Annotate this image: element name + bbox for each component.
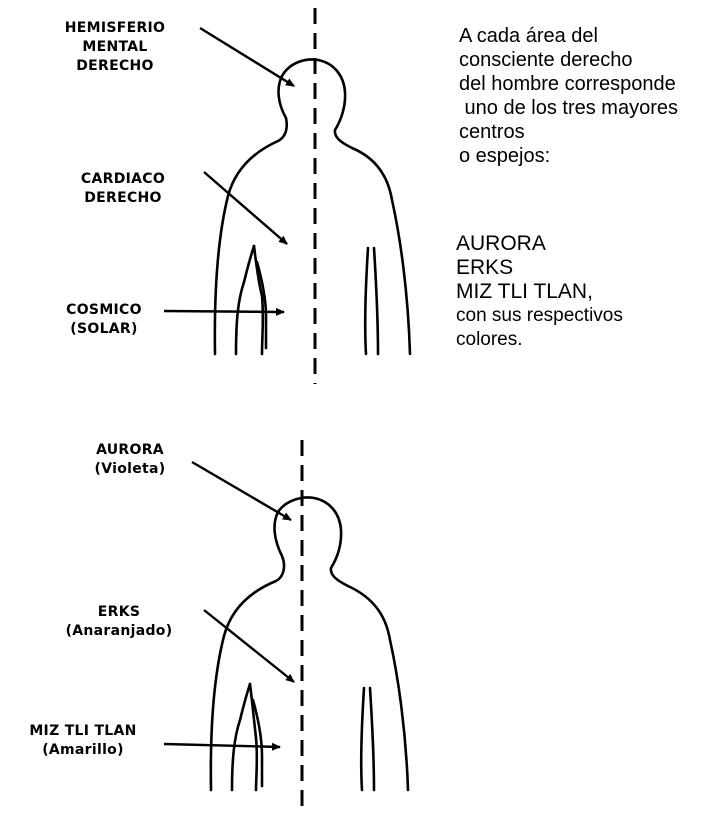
label-cosmico: COSMICO (SOLAR) (66, 302, 142, 337)
bottom-left-finger-2 (251, 698, 264, 788)
description-text: A cada área del consciente derecho del h… (459, 25, 678, 167)
arrow-hemisferio (199, 26, 295, 88)
label-erks: ERKS (Anaranjado) (65, 604, 173, 639)
bottom-body-figure (209, 496, 410, 792)
center-name-miztlitlan: MIZ TLI TLAN, (456, 280, 593, 303)
arrow-miztlitlan (163, 742, 281, 751)
arrow-aurora (191, 460, 292, 522)
arrow-cardiaco (203, 171, 288, 245)
bottom-body-outline (209, 496, 410, 792)
center-name-aurora: AURORA (456, 232, 546, 255)
bottom-right-arm-outer (368, 686, 376, 792)
label-cardiaco: CARDIACO DERECHO (80, 171, 166, 206)
bottom-right-arm-inner (359, 686, 366, 792)
arrow-cosmico (163, 307, 285, 316)
bottom-left-arm-inner (230, 682, 252, 792)
top-right-arm-outer (372, 246, 380, 356)
top-body-figure (213, 58, 412, 356)
center-name-erks: ERKS (456, 256, 514, 279)
centers-list: AURORA ERKS MIZ TLI TLAN, con sus respec… (456, 232, 623, 350)
label-hemisferio: HEMISFERIO MENTAL DERECHO (64, 20, 166, 74)
top-body-outline (213, 58, 412, 356)
top-left-arm-inner (234, 244, 256, 356)
top-left-finger-2 (255, 260, 268, 350)
arrow-erks (203, 609, 295, 683)
top-right-arm-inner (363, 246, 370, 356)
bottom-left-finger-1 (248, 682, 259, 792)
label-miztlitlan: MIZ TLI TLAN (Amarillo) (29, 723, 137, 758)
top-left-finger-1 (252, 244, 265, 356)
label-aurora: AURORA (Violeta) (94, 442, 166, 477)
